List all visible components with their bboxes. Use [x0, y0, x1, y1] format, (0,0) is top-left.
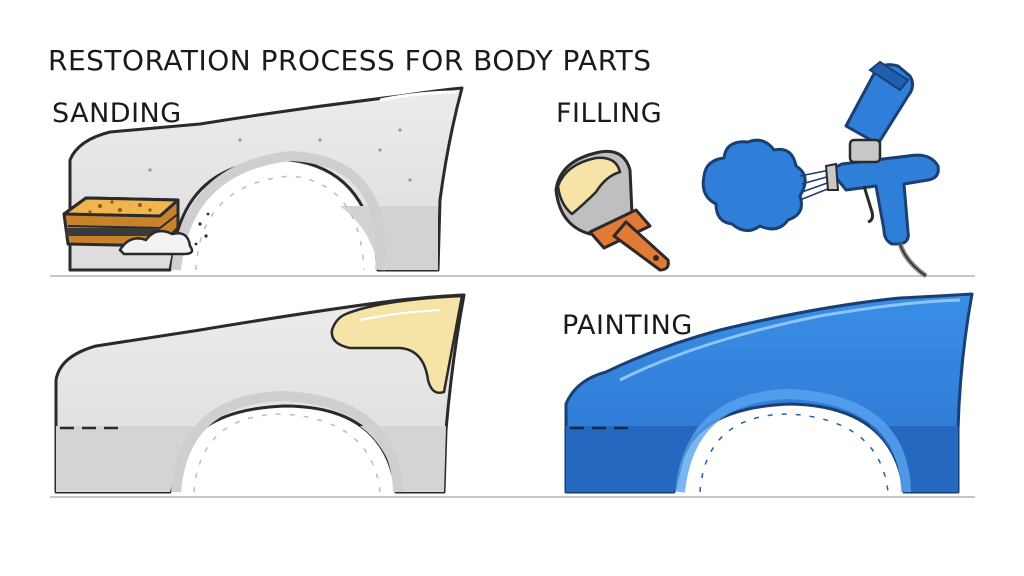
putty-knife-icon [554, 149, 670, 272]
diagram-title: RESTORATION PROCESS FOR BODY PARTS [48, 44, 652, 77]
step-label-sanding: SANDING [52, 98, 182, 129]
step-label-painting: PAINTING [562, 310, 693, 341]
step-label-filling: FILLING [556, 98, 663, 129]
fender-painting [564, 292, 974, 494]
sanding-dust-icon [118, 212, 210, 256]
spray-gun-icon [824, 60, 940, 279]
fender-filling [54, 293, 466, 494]
sanding-sponge-icon [62, 196, 180, 248]
paint-cloud-icon [701, 138, 831, 232]
